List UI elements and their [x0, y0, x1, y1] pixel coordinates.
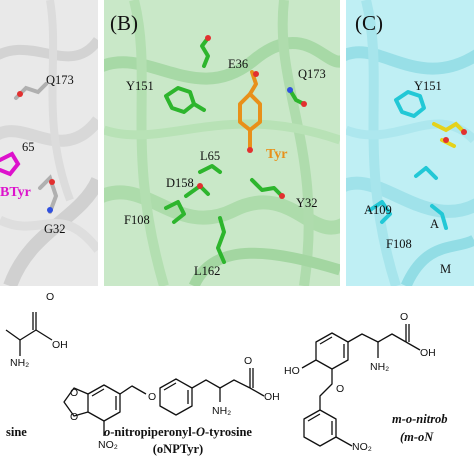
ligand-label-tyr: Tyr	[266, 147, 288, 162]
middle-no2: NO₂	[98, 439, 118, 451]
residue-label-q173: Q173	[46, 73, 74, 87]
residue-label-a-partial: A	[430, 217, 440, 231]
residue-label-g32: G32	[44, 222, 66, 236]
panel-b-tag: (B)	[110, 11, 138, 35]
caption-o-prefix: o	[104, 425, 111, 439]
middle-o1: O	[70, 387, 78, 399]
residue-label-q173: Q173	[298, 67, 326, 81]
right-carbonyl-o: O	[400, 311, 408, 323]
caption-o-italic: O	[195, 425, 205, 439]
panel-b-protein-ribbons	[104, 0, 340, 286]
middle-o2: O	[70, 411, 78, 423]
residue-label-l65: L65	[200, 149, 221, 163]
panel-c-protein-ribbons	[346, 0, 474, 286]
panel-c-structure-view: (C) Y151 A109 A F108 M	[346, 0, 474, 286]
caption-nitropiperonyl: -nitropiperonyl-	[110, 425, 196, 439]
residue-label-f108: F108	[386, 237, 412, 251]
residue-label-d158: D158	[166, 176, 194, 190]
residue-label-e36: E36	[228, 57, 249, 71]
left-nh2: NH₂	[10, 357, 29, 369]
middle-structure-caption: o-nitropiperonyl-O-tyrosine	[68, 425, 288, 439]
left-carbonyl-o: O	[46, 291, 54, 303]
right-structure-caption-line1: m-o-nitrob	[392, 412, 448, 426]
middle-oh: OH	[264, 391, 280, 403]
residue-label-y32: Y32	[296, 196, 318, 210]
right-nh2: NH₂	[370, 361, 389, 373]
panel-c-tag: (C)	[355, 11, 383, 35]
chemical-structures: O OH NH₂ O O O O OH NH₂ NO₂ HO O OH NH₂ …	[5, 291, 436, 453]
panel-b-structure-view: (B) E36 Y151 Q173 L65 D158 Y32 F108 L162…	[104, 0, 340, 286]
left-oh: OH	[52, 339, 68, 351]
panel-a-protein-ribbons	[0, 0, 98, 286]
middle-carbonyl-o: O	[244, 355, 252, 367]
panel-a-structure-view: Q173 65 G32 BTyr	[0, 0, 98, 286]
ligand-label-btyr: BTyr	[0, 185, 31, 200]
residue-label-m-partial: M	[440, 262, 452, 276]
residue-label-l65: 65	[22, 140, 35, 154]
middle-nh2: NH₂	[212, 405, 231, 417]
residue-label-l162: L162	[194, 264, 221, 278]
right-no2: NO₂	[352, 441, 372, 453]
right-structure-caption-line2: (m-oN	[400, 430, 434, 444]
middle-ether-o: O	[148, 391, 156, 403]
residue-label-y151: Y151	[414, 79, 442, 93]
caption-tyrosine: -tyrosine	[204, 425, 252, 439]
left-structure-caption: sine	[6, 425, 27, 439]
residue-label-f108: F108	[124, 213, 150, 227]
middle-structure-abbrev: (oNPTyr)	[152, 442, 204, 456]
right-ether-o: O	[336, 383, 344, 395]
right-ho: HO	[284, 365, 300, 377]
residue-label-a109: A109	[364, 203, 392, 217]
residue-label-y151: Y151	[126, 79, 154, 93]
right-oh: OH	[420, 347, 436, 359]
